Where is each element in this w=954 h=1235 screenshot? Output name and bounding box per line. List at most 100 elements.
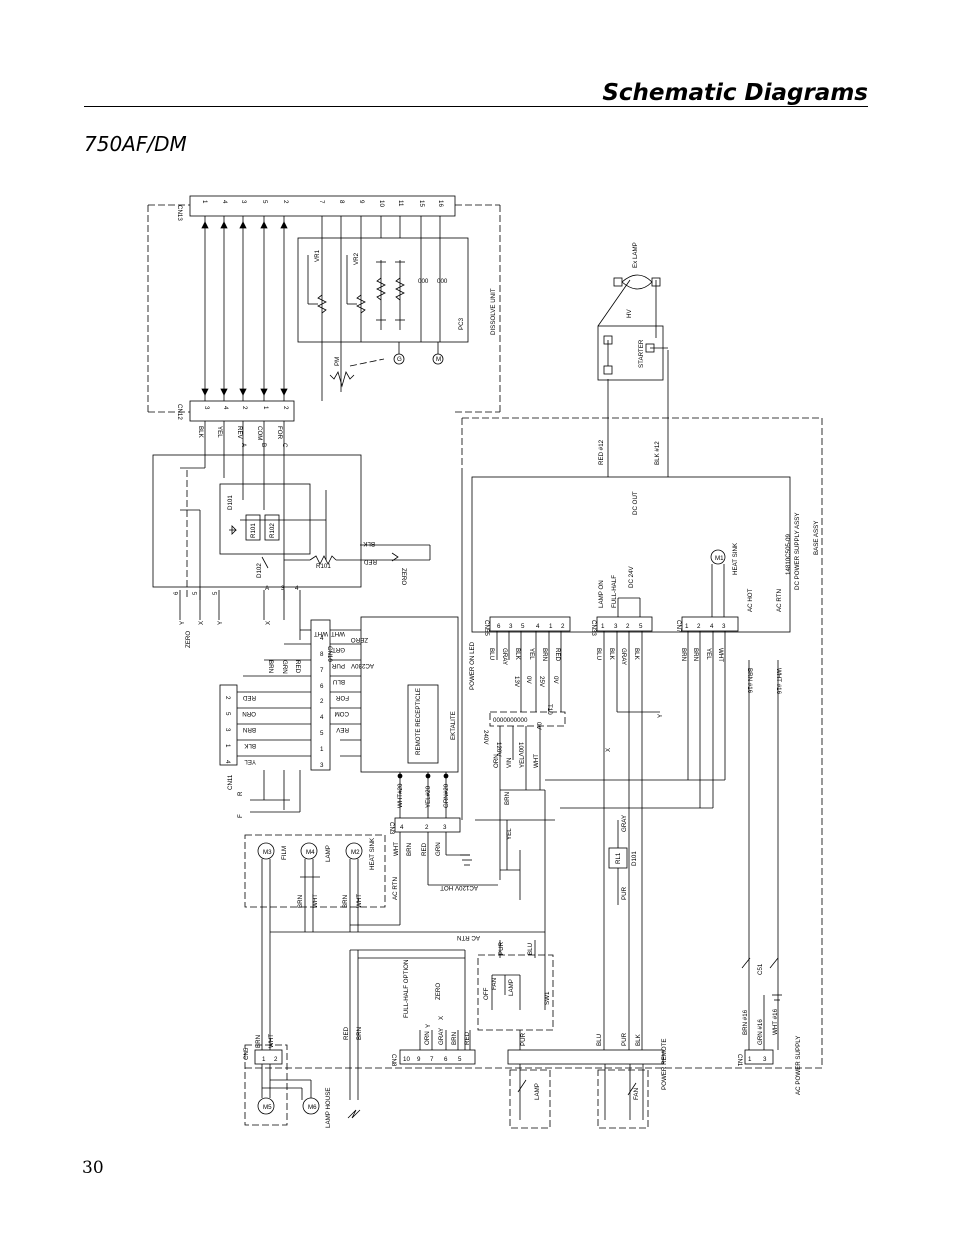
- yel-wire-mid: YEL: [506, 828, 513, 840]
- cn8-orn: ORN: [424, 1031, 431, 1045]
- cn3-pin-4: 4: [400, 824, 404, 831]
- pr-pur2: PUR: [621, 1032, 628, 1046]
- cn33-w-blk2: BLK: [633, 648, 640, 661]
- lamp-label-m4: LAMP: [325, 845, 332, 862]
- cn55-w-brn: BRN: [541, 648, 548, 661]
- zero-red-label: RED: [363, 558, 377, 565]
- brn-wire-mid: BRN: [504, 792, 511, 805]
- dissolve-bus-lines: 000 000: [201, 216, 448, 401]
- sw-pur: PUR: [498, 941, 505, 955]
- r101-label: R101: [250, 523, 257, 538]
- cn10-w-rev: REV: [335, 726, 349, 733]
- cn33-w-gray: GRAY: [620, 648, 627, 665]
- cn11-pin-1: 1: [224, 744, 231, 748]
- cn10-pin-4b: 4: [320, 714, 324, 721]
- hv-label: HV: [626, 309, 633, 318]
- m4-label: M4: [306, 849, 315, 856]
- t10-orn: ORN: [493, 754, 500, 768]
- pr-pur: PUR: [520, 1032, 527, 1046]
- y1-label: Y: [217, 621, 224, 625]
- lh-brn: BRN: [356, 1027, 363, 1040]
- full-half-option-label: FULL-HALF OPTION: [403, 960, 410, 1018]
- cn5-wht: WHT: [268, 1034, 275, 1048]
- cn13-pin-8: 8: [338, 200, 345, 204]
- t10-100v: 100V: [517, 742, 524, 757]
- f-label: F: [237, 814, 244, 818]
- t10-vin: VIN: [506, 758, 513, 768]
- pc3-label: PC3: [458, 317, 465, 330]
- x1-label-b: X: [605, 748, 612, 752]
- dissolve-unit-block: [147, 195, 501, 422]
- y2-label: Y: [179, 621, 186, 625]
- cn55-pin-2: 2: [561, 623, 565, 630]
- header-rule: [84, 106, 868, 107]
- film-label: FILM: [281, 846, 288, 860]
- x2-label: X: [198, 621, 205, 625]
- cn7-pin-1: 1: [685, 623, 689, 630]
- cn7-label: CN7: [675, 620, 682, 633]
- cn1-pin-1: 1: [748, 1056, 752, 1063]
- cn12-wire-for: FOR: [276, 426, 283, 440]
- vr2-label: VR2: [353, 252, 360, 265]
- zero-blk-label: BLK: [362, 540, 375, 547]
- cn3-red: RED: [421, 842, 428, 856]
- cn13-pin-9: 9: [358, 200, 365, 204]
- cn33-pin-2: 2: [626, 623, 630, 630]
- cn13-pin-2: 2: [282, 200, 289, 204]
- cn11-w-red: RED: [242, 694, 256, 701]
- cn55-w-gray: GRAY: [501, 648, 508, 665]
- cn12-letter-b: B: [260, 443, 267, 447]
- cn33-label: CN33: [590, 620, 597, 636]
- m1-label: M1: [715, 555, 724, 562]
- zero-label-3: ZERO: [351, 636, 368, 643]
- cn3-wire-yel20: YEL#20: [425, 785, 432, 808]
- ektalite-block: [219, 616, 459, 813]
- cn1-pin-3: 3: [763, 1056, 767, 1063]
- cn8-pin-10: 10: [403, 1056, 410, 1063]
- t10-0v-b: 0V: [552, 676, 559, 684]
- cn13-pin-1: 1: [201, 200, 208, 204]
- cn12-wire-com: COM: [256, 426, 263, 440]
- xy-pin-5: 5: [192, 591, 199, 595]
- cn8-pin-7: 7: [430, 1056, 434, 1063]
- cn10-pin-7: 7: [320, 667, 324, 674]
- cn11-pin-5: 5: [224, 712, 231, 716]
- ac-rtn-label-3: AC RTN: [776, 589, 783, 612]
- heat-sink-label-1: HEAT SINK: [369, 837, 376, 870]
- cn10-pin-8: 8: [320, 651, 324, 658]
- cn1-label: CN1: [736, 1054, 743, 1067]
- base-assy-block: 0000000000: [245, 350, 823, 1069]
- m4-brn: BRN: [297, 895, 304, 908]
- cn10-b-grn: GRN: [281, 660, 288, 674]
- ex-lamp-label: Ex LAMP: [632, 242, 639, 268]
- cn7-pin-4: 4: [710, 623, 714, 630]
- cn10-label: CN10: [326, 646, 333, 662]
- cn5-brn: BRN: [255, 1035, 262, 1048]
- ac120v-hot-label: AC120V HOT: [440, 884, 478, 891]
- sw-lamp-label: LAMP: [508, 979, 515, 996]
- ac-power-block: [741, 660, 782, 1065]
- cn12-wire-yel: YEL: [216, 426, 223, 438]
- cn55-pin-3: 3: [509, 623, 513, 630]
- t10-yel: YEL: [519, 756, 526, 768]
- zero-circuit: [152, 421, 431, 640]
- m2-brn: BRN: [342, 895, 349, 908]
- cn11-pin-3: 3: [224, 728, 231, 732]
- cn7-w-yel: YEL: [705, 648, 712, 660]
- cn7-pin-3: 3: [722, 623, 726, 630]
- part-no-label: 14810C505-09: [785, 534, 792, 575]
- cn13-pin-15: 15: [418, 200, 425, 207]
- t10-wht: WHT: [533, 754, 540, 768]
- cn10-pin-2: 2: [320, 698, 324, 705]
- relay-pur: PUR: [621, 886, 628, 900]
- cn11-w-blk: BLK: [243, 742, 256, 749]
- cn1-grn16: GRN #16: [757, 1019, 764, 1045]
- r102-label: R102: [269, 523, 276, 538]
- cn12-letter-a: A: [240, 443, 247, 448]
- cn12-wire-blk: BLK: [197, 426, 204, 439]
- cn10-pin-3: 3: [320, 762, 324, 769]
- m6-label: M6: [308, 1104, 317, 1111]
- cn55-w-blk: BLK: [514, 648, 521, 661]
- cn3-brn: BRN: [406, 843, 413, 856]
- dc-out-label: DC OUT: [632, 491, 639, 515]
